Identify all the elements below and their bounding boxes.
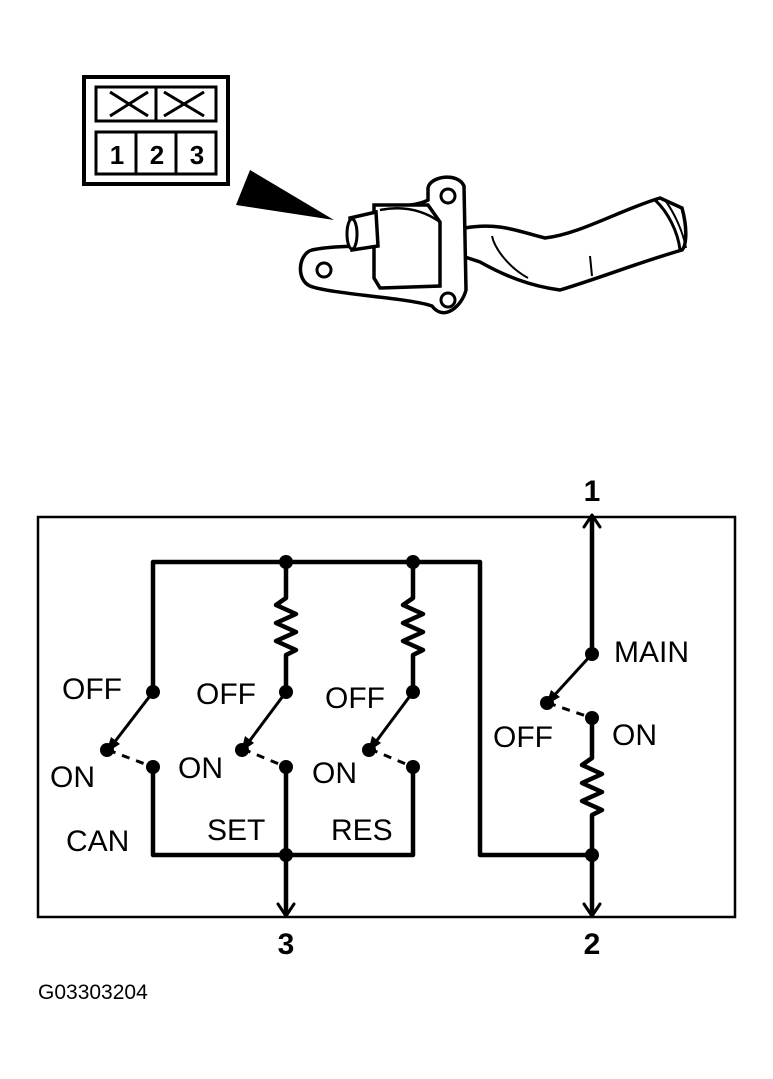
blank-cavity-icon xyxy=(109,90,149,118)
terminal-1-label: 1 xyxy=(584,475,601,508)
main-on-label: ON xyxy=(612,719,657,752)
set-on-label: ON xyxy=(178,752,223,785)
cancel-on-link xyxy=(107,748,154,769)
terminal-3-label: 3 xyxy=(278,928,295,961)
main-off-label: OFF xyxy=(493,721,553,754)
main-switch-blade xyxy=(546,652,594,705)
set-on-link xyxy=(242,747,287,769)
figure-code: G03303204 xyxy=(38,981,148,1004)
set-resistor xyxy=(273,559,299,695)
terminal-2-label: 2 xyxy=(584,928,601,961)
switch-housing-outline xyxy=(36,515,737,919)
res-resistor xyxy=(400,559,426,695)
connector-pin-2: 2 xyxy=(150,140,164,170)
connector-pin-3: 3 xyxy=(190,140,204,170)
connector-pin-1: 1 xyxy=(110,140,124,170)
blank-cavity-icon xyxy=(163,90,205,118)
res-name-label: RES xyxy=(331,814,393,847)
schematic: OFF ON CAN OFF ON SET OFF ON RES MAIN OF… xyxy=(36,475,737,961)
cancel-off-label: OFF xyxy=(62,673,122,706)
main-on-link xyxy=(547,701,593,720)
cancel-on-label: ON xyxy=(50,761,95,794)
pointer-arrow-icon xyxy=(236,170,334,220)
cancel-name-label: CAN xyxy=(66,825,129,858)
set-name-label: SET xyxy=(207,814,265,847)
terminal-2-arrow-icon xyxy=(582,902,602,918)
common-bus-wire xyxy=(150,559,595,858)
res-on-label: ON xyxy=(312,757,357,790)
set-off-label: OFF xyxy=(196,678,256,711)
main-name-label: MAIN xyxy=(614,636,689,669)
main-resistor xyxy=(579,715,605,858)
res-off-label: OFF xyxy=(325,682,385,715)
res-on-link xyxy=(369,747,414,769)
cruise-switch-illustration xyxy=(298,175,688,315)
connector-face: 1 2 3 xyxy=(82,75,230,186)
contact-points xyxy=(100,555,599,862)
terminal-3-arrow-icon xyxy=(276,902,296,918)
